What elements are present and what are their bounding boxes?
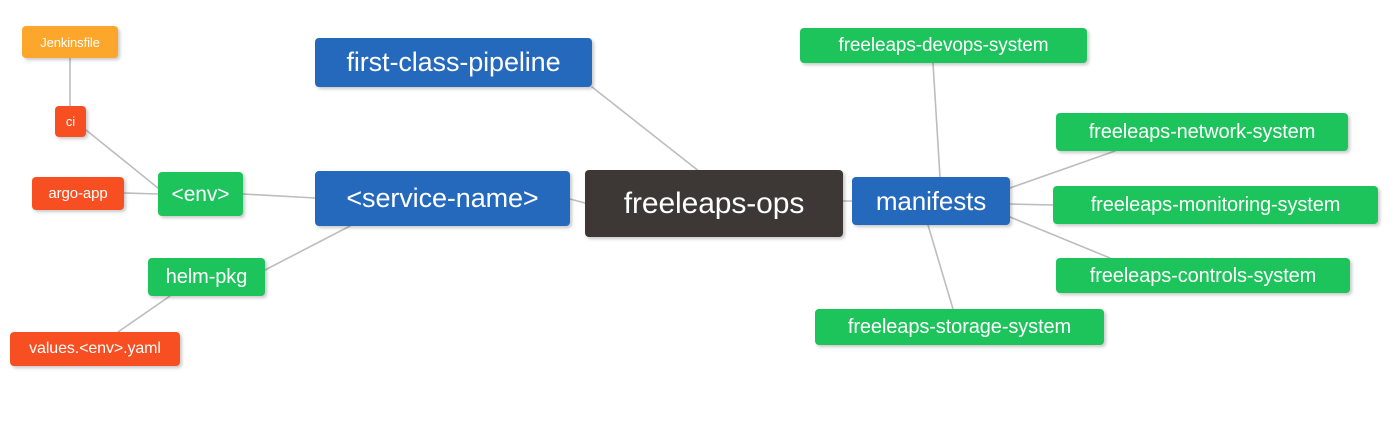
node-freeleaps-network-system[interactable]: freeleaps-network-system: [1056, 113, 1348, 151]
node-jenkinsfile[interactable]: Jenkinsfile: [22, 26, 118, 58]
edge-freeleaps-ops-to-first-class-pipeline: [591, 86, 701, 173]
node-first-class-pipeline[interactable]: first-class-pipeline: [315, 38, 592, 87]
edge-manifests-to-freeleaps-storage-system: [927, 224, 954, 310]
node-ci[interactable]: ci: [55, 106, 86, 137]
edge-manifests-to-freeleaps-devops-system: [932, 62, 941, 178]
node-freeleaps-storage-system[interactable]: freeleaps-storage-system: [815, 309, 1104, 345]
edge-manifests-to-freeleaps-network-system: [1009, 150, 1116, 189]
edge-manifests-to-freeleaps-monitoring-system: [1009, 203, 1054, 206]
edge-service-name-to-helm-pkg: [264, 225, 351, 271]
edge-env-to-argo-app: [123, 192, 159, 195]
node-helm-pkg[interactable]: helm-pkg: [148, 258, 265, 296]
edge-helm-pkg-to-values-env-yaml: [117, 295, 171, 333]
node-manifests[interactable]: manifests: [852, 177, 1010, 225]
node-freeleaps-ops[interactable]: freeleaps-ops: [585, 170, 843, 237]
node-argo-app[interactable]: argo-app: [32, 177, 124, 210]
node-freeleaps-controls-system[interactable]: freeleaps-controls-system: [1056, 258, 1350, 293]
edge-freeleaps-ops-to-service-name: [569, 198, 586, 204]
node-freeleaps-devops-system[interactable]: freeleaps-devops-system: [800, 28, 1087, 63]
node-service-name[interactable]: <service-name>: [315, 171, 570, 226]
node-freeleaps-monitoring-system[interactable]: freeleaps-monitoring-system: [1053, 186, 1378, 224]
node-values-env-yaml[interactable]: values.<env>.yaml: [10, 332, 180, 366]
edge-service-name-to-env: [242, 193, 316, 199]
node-env[interactable]: <env>: [158, 172, 243, 216]
